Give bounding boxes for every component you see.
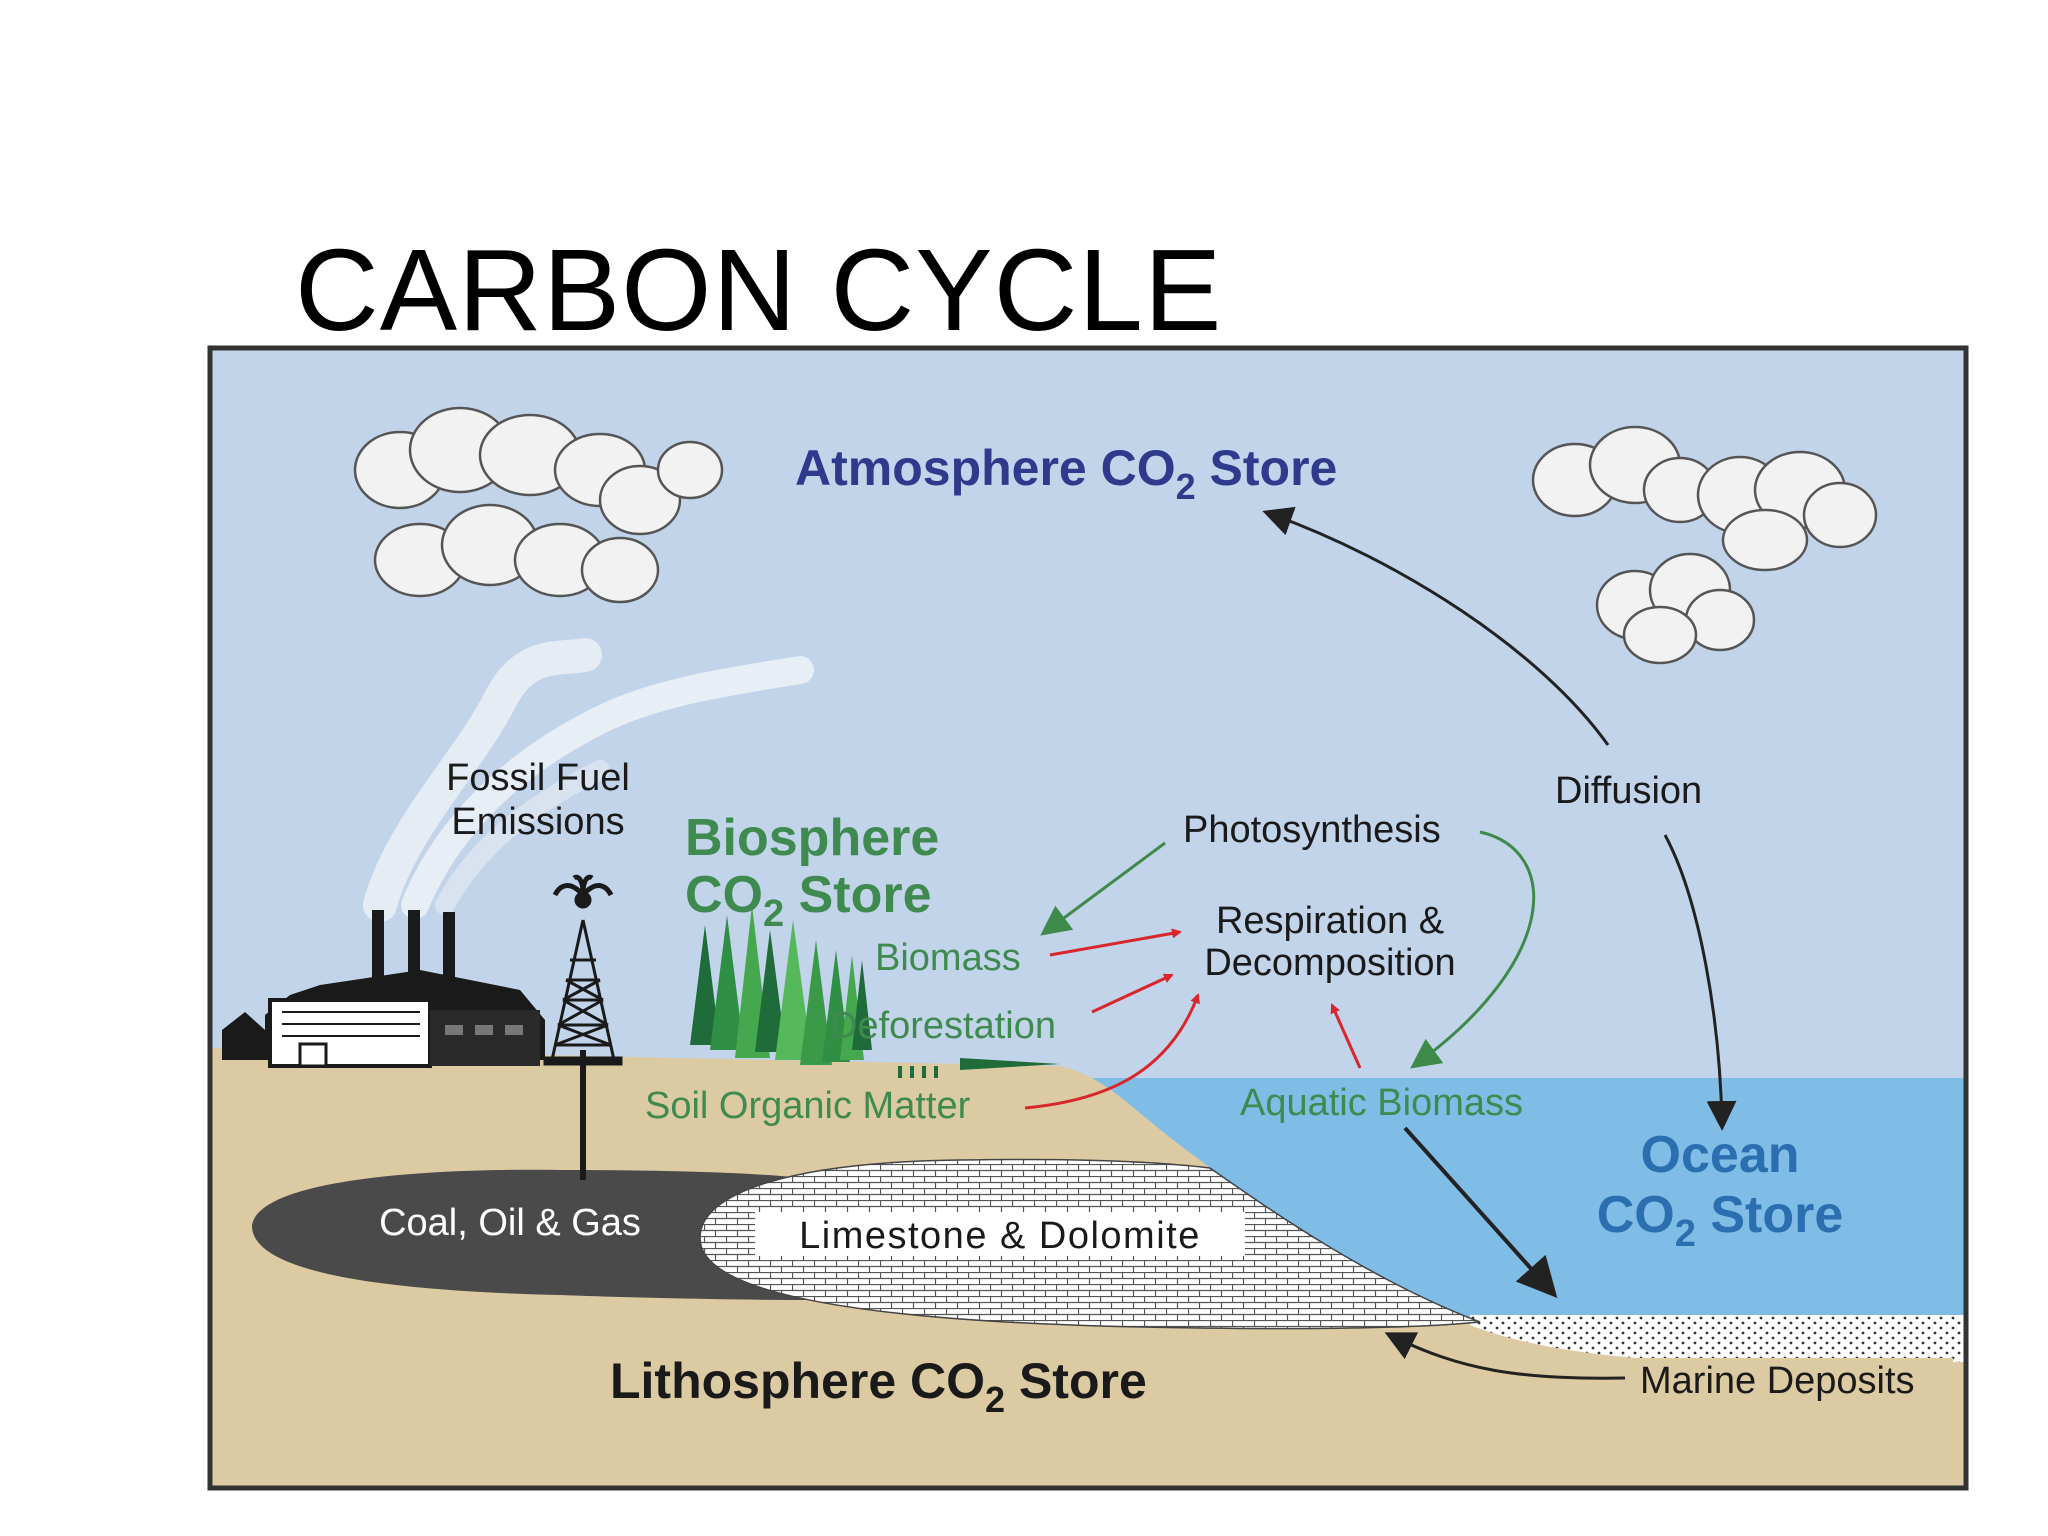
cloud-icon (1531, 425, 1878, 665)
biomass-label: Biomass (875, 937, 1021, 979)
oil-derrick-icon (543, 874, 623, 1066)
aquatic-to-respiration-arrow (1330, 1003, 1362, 1069)
diffusion-down-arrow (1663, 834, 1737, 1131)
aquatic-to-marine-arrow (1403, 1126, 1558, 1298)
forest (690, 905, 1060, 1078)
fossil-fuel-label-2: Emissions (451, 801, 624, 843)
coal-reservoir (251, 1169, 820, 1300)
marine-label-bg (1635, 1358, 1953, 1402)
well-pipe (580, 1050, 586, 1180)
photosynthesis-label: Photosynthesis (1183, 809, 1441, 851)
atmosphere-store-label: Atmosphere CO2 Store (795, 440, 1337, 507)
diffusion-up-arrow (1262, 506, 1610, 746)
soil-organic-matter-label: Soil Organic Matter (645, 1085, 971, 1127)
page-title: CARBON CYCLE (295, 225, 1223, 355)
photosynthesis-to-biomass-arrow (1040, 841, 1166, 936)
limestone-dolomite-label: Limestone & Dolomite (799, 1215, 1201, 1257)
lithosphere-store-label: Lithosphere CO2 Store (610, 1353, 1147, 1420)
marine-deposits (1470, 1315, 1966, 1362)
deforestation-to-respiration-arrow (1091, 973, 1174, 1014)
biomass-to-respiration-arrow (1049, 928, 1182, 957)
photosynthesis-to-aquatic-arrow (1410, 830, 1535, 1069)
biosphere-store-label-2: CO2 Store (685, 866, 932, 935)
limestone-label-bg (755, 1212, 1245, 1256)
factory-icon (222, 910, 545, 1068)
diffusion-label: Diffusion (1555, 770, 1702, 812)
biosphere-store-label: Biosphere (685, 809, 939, 867)
marine-deposits-label: Marine Deposits (1640, 1360, 1915, 1402)
marine-to-limestone-arrow (1384, 1332, 1626, 1380)
ocean-store-label-2: CO2 Store (1597, 1186, 1844, 1255)
diagram-frame (207, 345, 1969, 1491)
aquatic-biomass-label: Aquatic Biomass (1240, 1082, 1523, 1124)
coal-oil-gas-label: Coal, Oil & Gas (379, 1202, 641, 1244)
soil-to-respiration-arrow (1024, 993, 1200, 1110)
fossil-fuel-label: Fossil Fuel (446, 757, 630, 799)
smoke (363, 638, 814, 922)
respiration-label-2: Decomposition (1204, 942, 1455, 984)
ocean-store-label: Ocean (1641, 1126, 1800, 1184)
respiration-label: Respiration & (1216, 900, 1444, 942)
deforestation-label: Deforestation (830, 1005, 1056, 1047)
cloud-icon (353, 406, 724, 604)
